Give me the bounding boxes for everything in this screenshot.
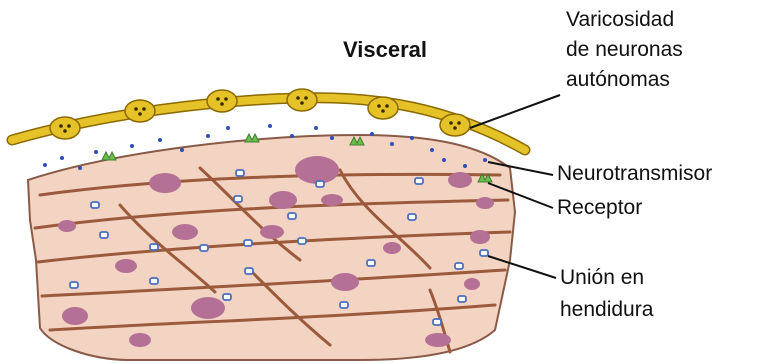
nucleus [425,333,451,347]
gap-junction [70,282,78,288]
neurotransmitter-dot [390,142,394,146]
nucleus [58,220,76,232]
neurotransmitter-dot [158,138,162,142]
nucleus [269,191,297,209]
nucleus [464,278,480,290]
gap-junction [245,268,253,274]
nucleus [470,230,490,244]
neurotransmitter-dot [430,148,434,152]
label-gap-junction-line1: Unión en [560,266,644,290]
nucleus [62,307,88,325]
gap-junction [415,178,423,184]
gap-junction [236,170,244,176]
nucleus [321,194,343,206]
receptor [102,152,116,160]
neurotransmitter-dot [60,156,64,160]
gap-junction [455,263,463,269]
gap-junction [150,244,158,250]
nucleus [295,156,339,184]
gap-junction [100,232,108,238]
gap-junction [150,278,158,284]
gap-junction [244,240,252,246]
neurotransmitter-dot [483,158,487,162]
neurotransmitter-dot [268,124,272,128]
label-gap-junction-line2: hendidura [560,298,653,322]
varicosity [50,117,80,139]
label-varicosity-line1: Varicosidad [566,8,674,32]
gap-junction [408,214,416,220]
neurotransmitter-dot [206,134,210,138]
gap-junction [340,302,348,308]
gap-junction [367,260,375,266]
neurotransmitter-dot [330,136,334,140]
nucleus [149,173,181,193]
label-varicosity-line3: autónomas [566,68,670,92]
varicosity [125,100,155,122]
label-neurotransmitter: Neurotransmisor [557,162,712,186]
neurotransmitter-dot [226,126,230,130]
nucleus [383,242,401,254]
muscle-tissue [28,135,515,360]
diagram-title: Visceral [343,38,427,62]
neurotransmitter-dot [442,158,446,162]
gap-junction [223,294,231,300]
nucleus [260,225,284,239]
neurotransmitter-dot [463,164,467,168]
gap-junction [234,196,242,202]
nucleus [476,197,494,209]
nucleus [331,273,359,291]
neurotransmitter-dot [410,136,414,140]
varicosity [368,97,398,119]
gap-junction [298,238,306,244]
label-varicosity-line2: de neuronas [566,38,683,62]
nucleus [191,297,225,319]
varicosity [207,90,237,112]
label-receptor: Receptor [557,196,642,220]
neurotransmitter-dot [94,150,98,154]
gap-junction [91,202,99,208]
gap-junction [458,296,466,302]
receptor [245,134,259,142]
neurotransmitter-dot [130,144,134,148]
neurotransmitter-dot [314,126,318,130]
varicosity [287,89,317,111]
varicosity [440,114,470,136]
neurotransmitter-dot [290,134,294,138]
nucleus [129,333,151,347]
gap-junction [316,181,324,187]
gap-junction [288,213,296,219]
gap-junction [200,245,208,251]
nucleus [172,224,198,240]
neurotransmitter-dot [78,166,82,170]
nucleus [448,172,472,188]
neurotransmitter-dot [43,163,47,167]
neurotransmitter-dot [370,132,374,136]
leader-line-varicosity [470,95,560,128]
gap-junction [480,250,488,256]
neurotransmitter-dot [180,148,184,152]
gap-junction [433,319,441,325]
nucleus [115,259,137,273]
